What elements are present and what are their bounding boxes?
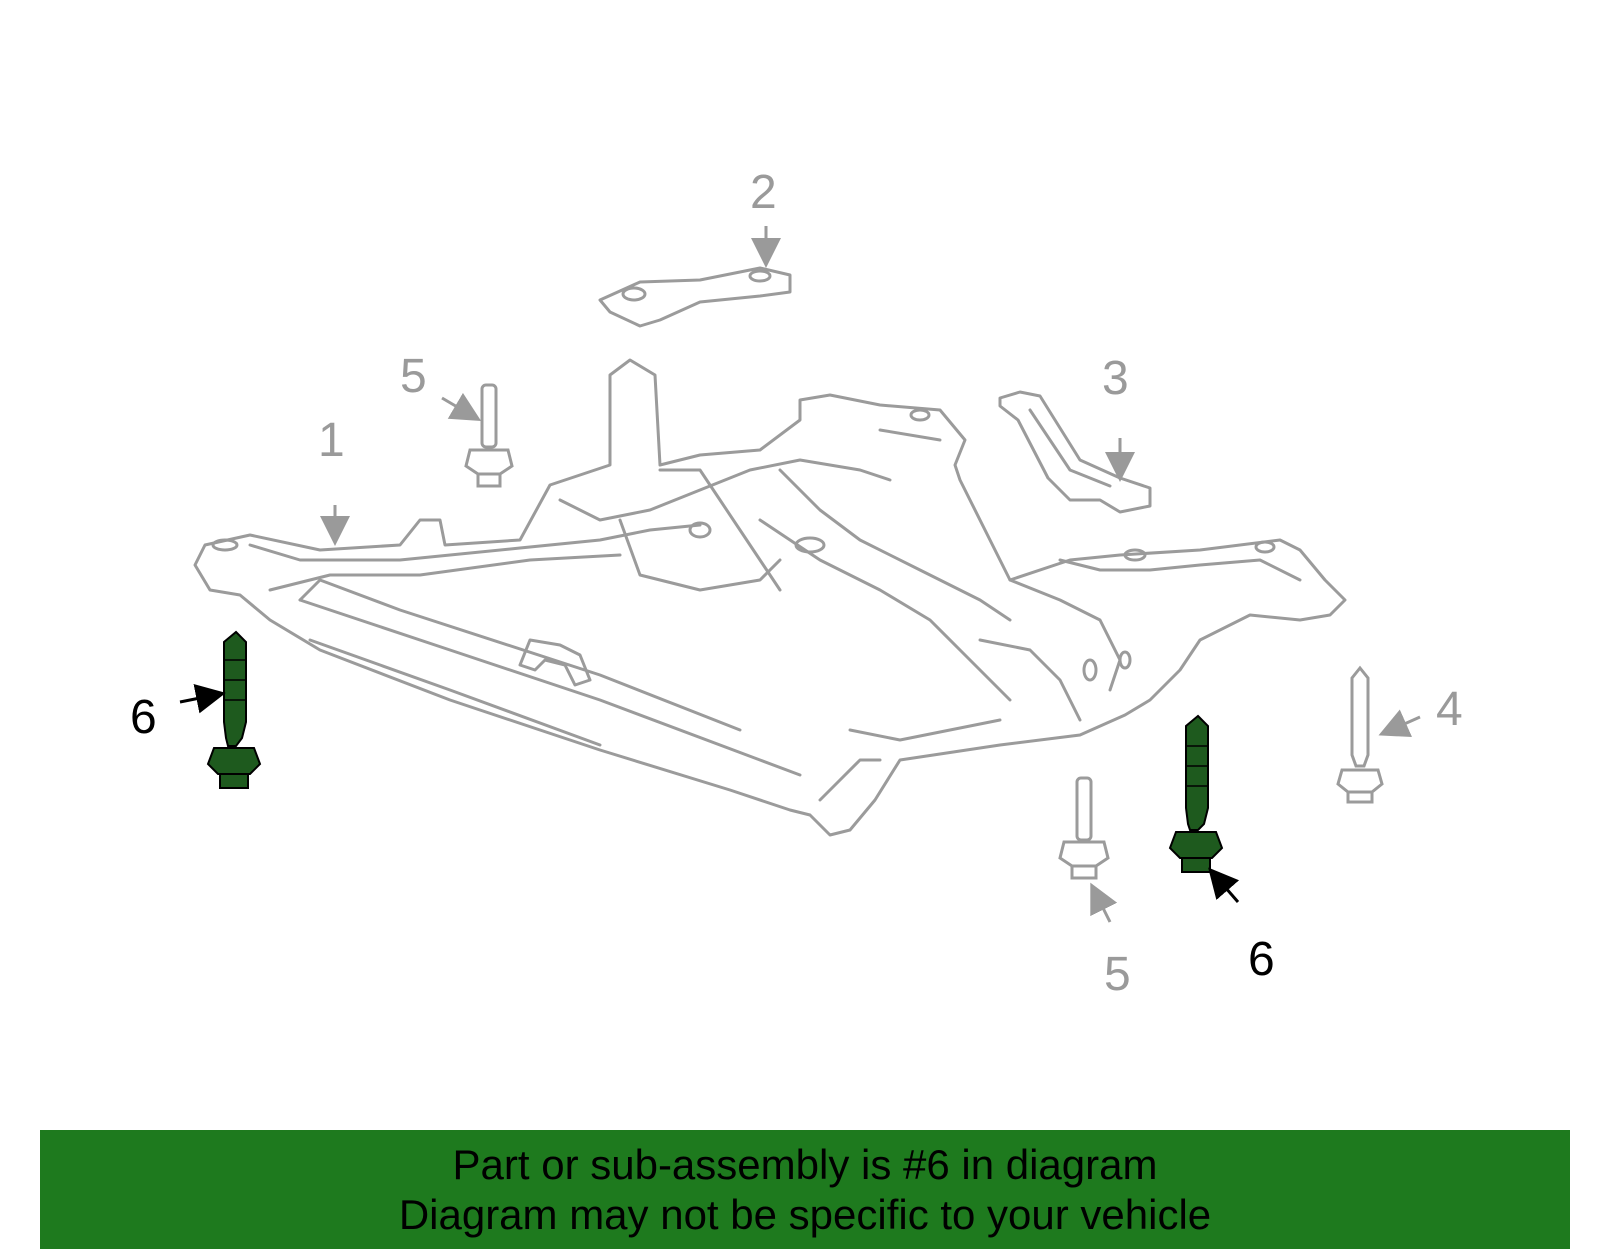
leader-4 bbox=[1378, 709, 1421, 737]
banner-line-2: Diagram may not be specific to your vehi… bbox=[398, 1190, 1212, 1238]
callout-6-right: 6 bbox=[1248, 933, 1275, 986]
leader-5-bottom bbox=[1090, 882, 1118, 923]
diagram-svg: 2 1 3 5 4 5 6 6 bbox=[130, 166, 1463, 1001]
part-6-bolt-right bbox=[1168, 714, 1224, 873]
leader-6-left bbox=[179, 683, 226, 714]
callout-3: 3 bbox=[1102, 352, 1129, 405]
callout-6-left: 6 bbox=[130, 691, 157, 744]
part-4-bolt bbox=[1336, 665, 1384, 804]
callout-1: 1 bbox=[318, 414, 345, 467]
leader-6-right bbox=[1208, 867, 1240, 903]
callout-5-bottom: 5 bbox=[1104, 948, 1131, 1001]
part-2-bracket bbox=[598, 266, 792, 328]
banner-line-1: Part or sub-assembly is #6 in diagram bbox=[452, 1140, 1158, 1188]
part-5-bolt-top bbox=[464, 383, 514, 488]
part-5-bolt-bottom bbox=[1058, 776, 1110, 880]
info-banner: Part or sub-assembly is #6 in diagram Di… bbox=[40, 1130, 1570, 1249]
callout-4: 4 bbox=[1436, 683, 1463, 736]
parts-diagram: 2 1 3 5 4 5 6 6 bbox=[130, 166, 1463, 1001]
part-6-bolt-left bbox=[206, 630, 262, 789]
callout-5-top: 5 bbox=[400, 350, 427, 403]
callout-2: 2 bbox=[750, 166, 777, 219]
leader-5-top bbox=[441, 392, 482, 422]
part-1-crossmember bbox=[193, 358, 1347, 837]
part-3-bracket bbox=[998, 390, 1152, 514]
